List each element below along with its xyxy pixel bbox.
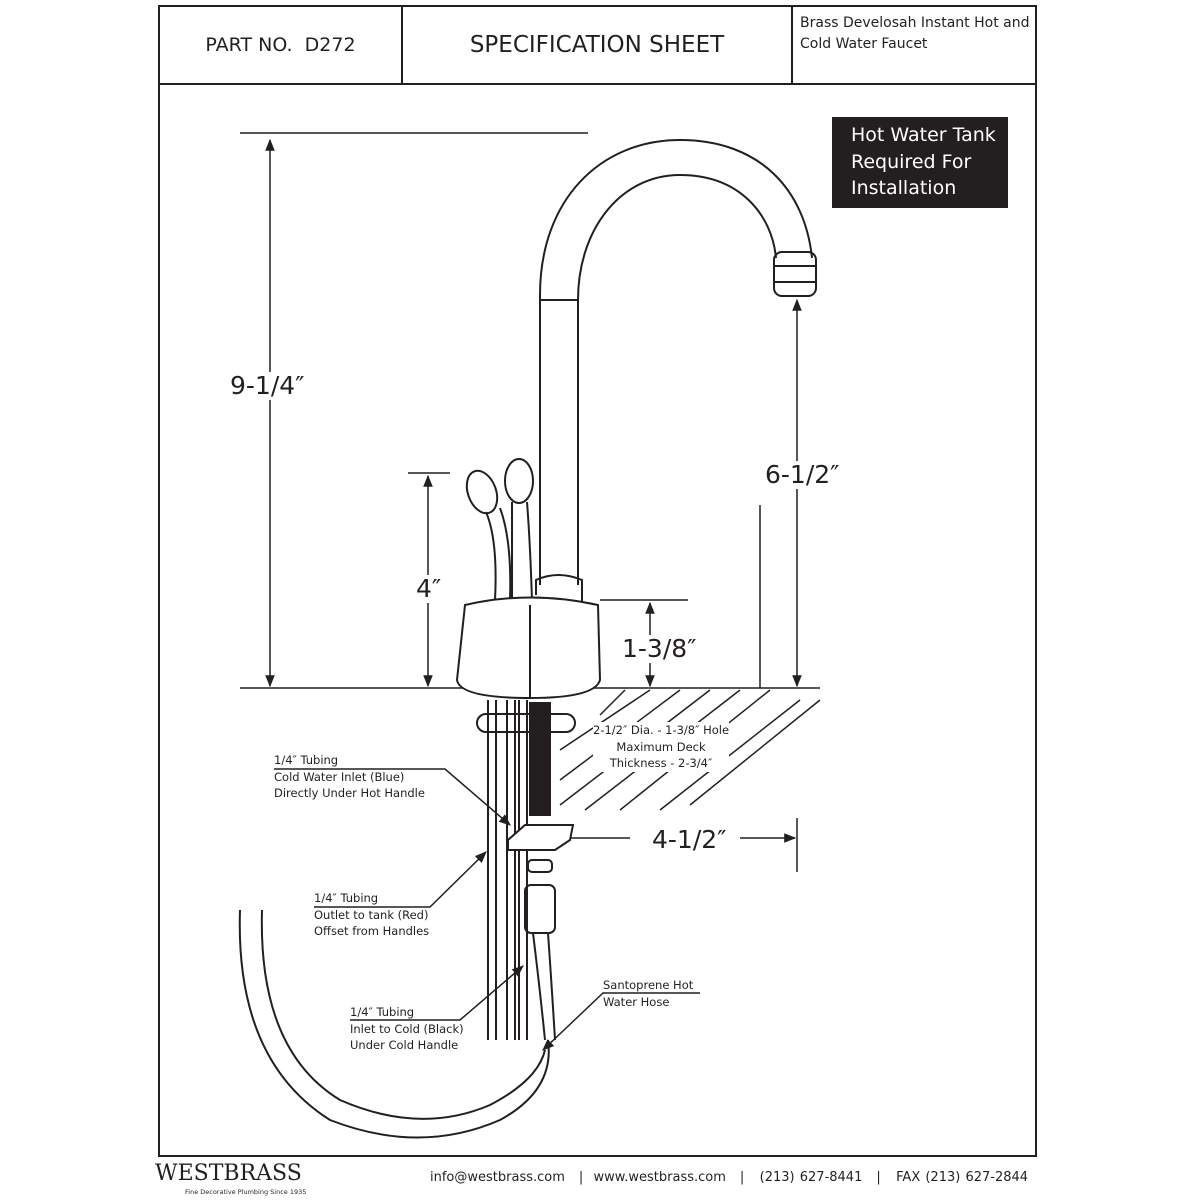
dim-base-height: 1-3/8″ bbox=[622, 634, 697, 663]
callout-line2: Required For bbox=[851, 150, 972, 173]
contact-info: info@westbrass.com| www.westbrass.com| (… bbox=[430, 1170, 1029, 1185]
note-line: 1/4″ Tubing bbox=[314, 891, 379, 905]
westbrass-logo: WESTBRASS bbox=[155, 1161, 302, 1186]
note-hole-line2: Maximum Deck bbox=[616, 739, 706, 754]
note-hole: 2-1/2″ Dia. - 1-3/8″ Hole Maximum Deck T… bbox=[593, 722, 730, 772]
note-line: Santoprene Hot bbox=[603, 978, 694, 992]
header-row: PART NO. D272 SPECIFICATION SHEET Brass … bbox=[160, 7, 1035, 85]
part-number-cell: PART NO. D272 bbox=[160, 7, 401, 83]
product-name-line1: Brass Develosah Instant Hot and bbox=[800, 15, 1030, 31]
sheet-title: SPECIFICATION SHEET bbox=[401, 7, 793, 83]
note-hole-line3: Thickness - 2-3/4″ bbox=[609, 756, 713, 770]
hot-water-tank-callout: Hot Water Tank Required For Installation bbox=[832, 117, 1008, 208]
website-link[interactable]: www.westbrass.com bbox=[593, 1170, 726, 1185]
faucet-spout bbox=[535, 138, 817, 605]
leader-lines bbox=[274, 768, 700, 1051]
note-line: Directly Under Hot Handle bbox=[274, 786, 425, 800]
note-line: Outlet to tank (Red) bbox=[314, 907, 429, 922]
note-line: Cold Water Inlet (Blue) bbox=[274, 769, 405, 784]
note-line: 1/4″ Tubing bbox=[350, 1005, 415, 1019]
note-line: Inlet to Cold (Black) bbox=[350, 1021, 464, 1036]
dim-spout-clearance: 6-1/2″ bbox=[765, 460, 840, 489]
note-cold-inlet: 1/4″ Tubing Cold Water Inlet (Blue) Dire… bbox=[274, 752, 425, 802]
dim-spout-reach: 4-1/2″ bbox=[652, 825, 727, 854]
note-outlet-tank: 1/4″ Tubing Outlet to tank (Red) Offset … bbox=[314, 890, 429, 940]
note-hole-line1: 2-1/2″ Dia. - 1-3/8″ Hole bbox=[593, 723, 730, 737]
part-number: D272 bbox=[304, 34, 356, 56]
note-line: Water Hose bbox=[603, 994, 670, 1009]
faucet-handles bbox=[465, 458, 534, 601]
spec-sheet-frame: PART NO. D272 SPECIFICATION SHEET Brass … bbox=[158, 5, 1037, 1157]
note-hose: Santoprene Hot Water Hose bbox=[603, 977, 693, 1010]
hot-water-hose bbox=[238, 909, 550, 1139]
note-inlet-cold: 1/4″ Tubing Inlet to Cold (Black) Under … bbox=[350, 1004, 464, 1054]
note-line: Offset from Handles bbox=[314, 924, 430, 938]
brand-tagline: Fine Decorative Plumbing Since 1935 bbox=[185, 1188, 307, 1196]
faucet-base bbox=[455, 596, 602, 700]
dim-overall-height: 9-1/4″ bbox=[230, 371, 305, 400]
note-line: 1/4″ Tubing bbox=[274, 753, 339, 767]
callout-line3: Installation bbox=[851, 177, 957, 199]
product-name-line2: Cold Water Faucet bbox=[800, 36, 928, 52]
note-line: Under Cold Handle bbox=[350, 1038, 459, 1052]
under-deck-assembly bbox=[476, 700, 576, 1041]
callout-line1: Hot Water Tank bbox=[851, 124, 996, 146]
email-link[interactable]: info@westbrass.com bbox=[430, 1170, 565, 1185]
phone-number: (213) 627-8441 bbox=[759, 1170, 863, 1185]
fax-number: FAX (213) 627-2844 bbox=[896, 1170, 1029, 1185]
part-label: PART NO. bbox=[205, 34, 293, 56]
dim-handle-height: 4″ bbox=[416, 574, 442, 603]
